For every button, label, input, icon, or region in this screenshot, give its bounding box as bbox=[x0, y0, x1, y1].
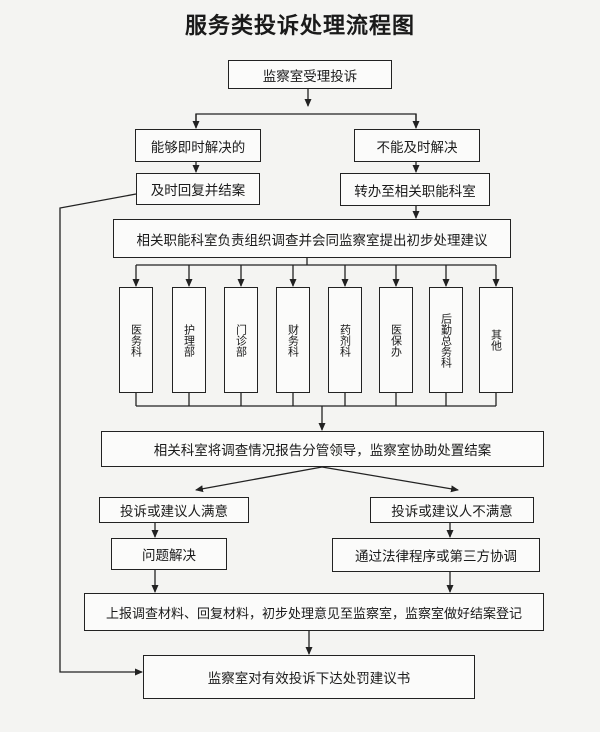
node-reply-close: 及时回复并结案 bbox=[136, 173, 260, 205]
node-unsatisfied: 投诉或建议人不满意 bbox=[370, 497, 534, 523]
page-title: 服务类投诉处理流程图 bbox=[184, 14, 415, 39]
dept-box-1: 医务科 bbox=[119, 287, 153, 393]
node-receive: 监察室受理投诉 bbox=[228, 60, 392, 89]
arrow-to-satisfied bbox=[195, 466, 323, 493]
bypass-line bbox=[59, 193, 143, 676]
dept-box-4: 财务科 bbox=[276, 287, 310, 393]
dept-box-2: 护理部 bbox=[172, 287, 206, 393]
dept-box-5: 药剂科 bbox=[328, 287, 362, 393]
node-submit: 上报调查材料、回复材料，初步处理意见至监察室，监察室做好结案登记 bbox=[84, 593, 544, 631]
node-legal: 通过法律程序或第三方协调 bbox=[332, 538, 540, 572]
node-cannot-resolve: 不能及时解决 bbox=[354, 129, 480, 162]
node-solved: 问题解决 bbox=[111, 538, 227, 570]
dept-box-3: 门诊部 bbox=[224, 287, 258, 393]
dept-box-6: 医保办 bbox=[379, 287, 413, 393]
node-investigate: 相关职能科室负责组织调查并会同监察室提出初步处理建议 bbox=[113, 219, 511, 258]
dept-box-8: 其他 bbox=[479, 287, 513, 393]
dept-box-7: 后勤总务科 bbox=[429, 287, 463, 393]
node-satisfied: 投诉或建议人满意 bbox=[99, 497, 249, 523]
arrow-to-unsatisfied bbox=[321, 466, 459, 493]
node-final: 监察室对有效投诉下达处罚建议书 bbox=[143, 655, 475, 699]
split-branch-line bbox=[195, 113, 417, 126]
node-report: 相关科室将调查情况报告分管领导，监察室协助处置结案 bbox=[101, 431, 544, 467]
node-transfer: 转办至相关职能科室 bbox=[340, 173, 490, 206]
node-can-resolve: 能够即时解决的 bbox=[135, 129, 261, 162]
